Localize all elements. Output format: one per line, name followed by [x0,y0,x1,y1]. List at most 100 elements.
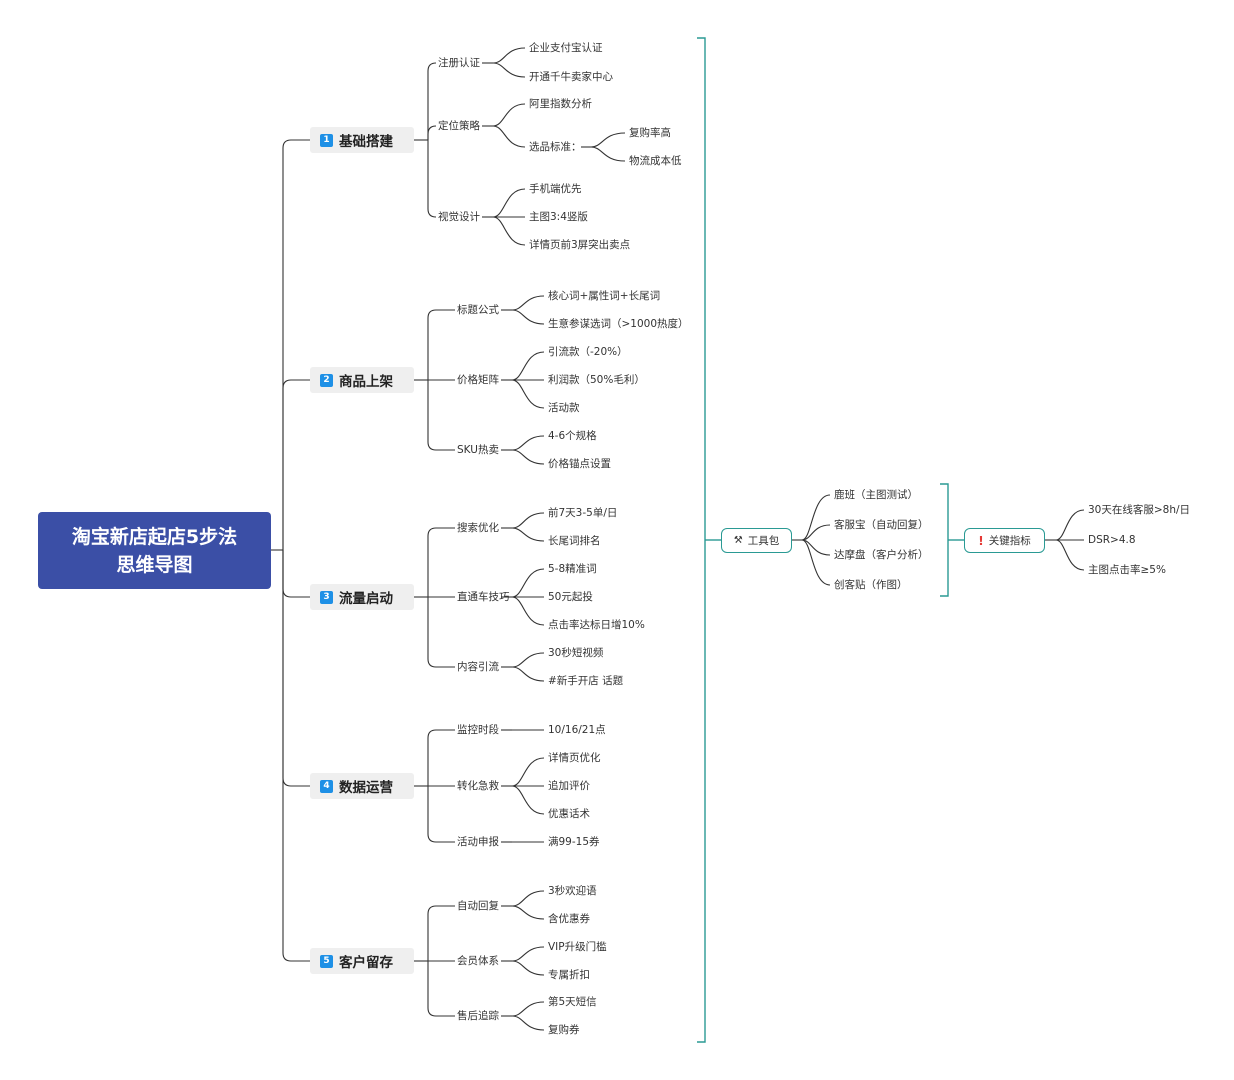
branch-5-sub-3-leaf-2[interactable]: 复购券 [548,1024,580,1036]
branch-4-sub-3[interactable]: 活动申报 [457,836,499,848]
branch-2-sub-2[interactable]: 价格矩阵 [457,374,499,386]
exclamation-icon: ! [978,533,984,548]
branch-2-sub-2-leaf-3[interactable]: 活动款 [548,402,580,414]
branch-4-sub-3-leaf-1[interactable]: 满99-15券 [548,836,600,848]
connector [282,550,310,598]
branch-1-sub-2-leaf-1[interactable]: 阿里指数分析 [529,98,592,110]
connector [492,216,526,246]
connector [492,62,526,78]
branch-2-sub-1-leaf-1[interactable]: 核心词+属性词+长尾词 [548,290,661,302]
branch-1-sub-2-leaf-2-item-1[interactable]: 复购率高 [629,127,671,139]
branch-3-sub-2[interactable]: 直通车技巧 [457,591,510,603]
branch-4-sub-1[interactable]: 监控时段 [457,724,499,736]
branch-1-sub-3-leaf-2[interactable]: 主图3:4竖版 [529,211,588,223]
connector [427,729,455,786]
branch-2-sub-2-leaf-1[interactable]: 引流款（-20%） [548,346,628,358]
connector [511,379,545,409]
root-node[interactable]: 淘宝新店起店5步法思维导图 [38,512,271,589]
branch-1-sub-2-leaf-2[interactable]: 选品标准： [529,141,582,153]
toolkit-item-1[interactable]: 鹿班（主图测试） [834,489,918,501]
connector [511,1001,545,1017]
branch-5-sub-3[interactable]: 售后追踪 [457,1010,499,1022]
toolkit-item-2[interactable]: 客服宝（自动回复） [834,519,929,531]
branch-5[interactable]: 5 客户留存 [310,948,414,974]
branch-5-sub-2[interactable]: 会员体系 [457,955,499,967]
branch-3-sub-3[interactable]: 内容引流 [457,661,499,673]
branch-3-sub-3-leaf-1[interactable]: 30秒短视频 [548,647,604,659]
branch-1-sub-3-leaf-1[interactable]: 手机端优先 [529,183,582,195]
branch-5-sub-3-leaf-1[interactable]: 第5天短信 [548,996,597,1008]
branch-number-badge: 5 [320,954,333,968]
toolkit-connector [801,539,831,586]
connector [590,132,626,148]
branch-3-sub-1-leaf-1[interactable]: 前7天3-5单/日 [548,507,618,519]
connector [511,568,545,598]
branch-1-sub-1-leaf-1[interactable]: 企业支付宝认证 [529,42,603,54]
branch-2-sub-3[interactable]: SKU热卖 [457,444,499,456]
branch-1-sub-1-leaf-2[interactable]: 开通千牛卖家中心 [529,71,613,83]
connector [511,435,545,451]
branch-2-sub-3-leaf-2[interactable]: 价格锚点设置 [548,458,611,470]
branch-label: 客户留存 [339,955,393,971]
branch-5-sub-1-leaf-1[interactable]: 3秒欢迎语 [548,885,597,897]
connector [282,550,310,787]
toolkit-item-4[interactable]: 创客贴（作图） [834,579,908,591]
connector [511,652,545,668]
toolkit-connector [801,524,831,541]
branch-5-sub-1-leaf-2[interactable]: 含优惠券 [548,913,590,925]
connector [492,47,526,64]
connector [427,140,437,218]
branch-2-sub-1-leaf-2[interactable]: 生意参谋选词（>1000热度） [548,318,689,330]
connector [427,527,455,597]
metric-item-3[interactable]: 主图点击率≥5% [1088,564,1166,576]
branch-1-sub-2-leaf-2-item-2[interactable]: 物流成本低 [629,155,682,167]
branch-label: 流量启动 [339,591,393,607]
branch-label: 基础搭建 [339,134,393,150]
branch-2-sub-3-leaf-1[interactable]: 4-6个规格 [548,430,597,442]
branch-4-sub-2-leaf-2[interactable]: 追加评价 [548,780,590,792]
branch-2-sub-1[interactable]: 标题公式 [457,304,499,316]
branch-3-sub-1-leaf-2[interactable]: 长尾词排名 [548,535,601,547]
connector [511,309,545,325]
branch-4-sub-2-leaf-3[interactable]: 优惠话术 [548,808,590,820]
connector [511,449,545,465]
connector [511,905,545,920]
branch-1-sub-3-leaf-3[interactable]: 详情页前3屏突出卖点 [529,239,631,251]
connector [511,351,545,381]
branch-5-sub-2-leaf-2[interactable]: 专属折扣 [548,969,590,981]
metric-item-2[interactable]: DSR>4.8 [1088,534,1136,546]
connector [282,379,310,550]
branch-4-sub-1-leaf-1[interactable]: 10/16/21点 [548,724,606,736]
branch-3-sub-1[interactable]: 搜索优化 [457,522,499,534]
toolkit-connector [801,494,831,541]
toolkit-node[interactable]: ⚒工具包 [721,528,792,553]
branch-5-sub-1[interactable]: 自动回复 [457,900,499,912]
branch-number-badge: 4 [320,779,333,793]
connector [511,785,545,815]
branch-3-sub-3-leaf-2[interactable]: #新手开店 话题 [548,675,624,687]
root-title: 淘宝新店起店5步法思维导图 [72,523,237,579]
toolkit-item-3[interactable]: 达摩盘（客户分析） [834,549,929,561]
branch-3-sub-2-leaf-3[interactable]: 点击率达标日增10% [548,619,645,631]
toolkit-bracket [940,483,949,597]
branch-3-sub-2-leaf-1[interactable]: 5-8精准词 [548,563,597,575]
branch-4-sub-2-leaf-1[interactable]: 详情页优化 [548,752,601,764]
branch-1-sub-2[interactable]: 定位策略 [438,120,480,132]
metric-item-1[interactable]: 30天在线客服>8h/日 [1088,504,1191,516]
connector [590,146,626,162]
connector [427,125,437,140]
branch-2-sub-2-leaf-2[interactable]: 利润款（50%毛利） [548,374,645,386]
branch-4-sub-2[interactable]: 转化急救 [457,780,499,792]
connector [511,527,545,542]
branch-1-sub-3[interactable]: 视觉设计 [438,211,480,223]
branch-1-sub-1[interactable]: 注册认证 [438,57,480,69]
branch-3-sub-2-leaf-2[interactable]: 50元起投 [548,591,593,603]
connector [492,188,526,218]
metrics-node[interactable]: !关键指标 [964,528,1045,553]
branch-5-sub-2-leaf-1[interactable]: VIP升级门槛 [548,941,607,953]
